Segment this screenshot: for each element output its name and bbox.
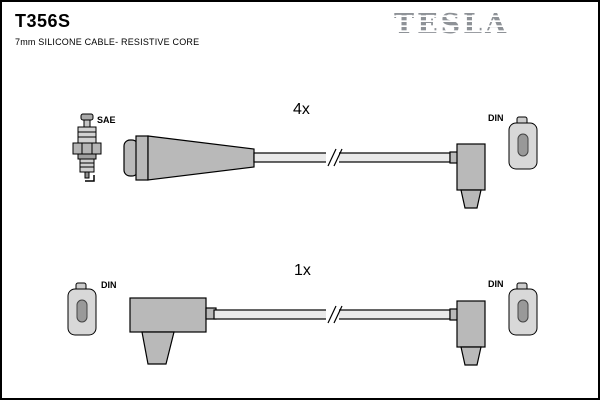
din-connector-icon-bottom-left — [67, 282, 97, 336]
din-label-bottom-left: DIN — [101, 280, 117, 290]
cable-spec-subtitle: 7mm SILICONE CABLE- RESISTIVE CORE — [15, 37, 200, 47]
tesla-logo: TESLA — [394, 9, 509, 40]
din-connector-icon-bottom-right — [508, 282, 538, 336]
right-angled-boot-tip — [460, 346, 482, 366]
cable-row1-straight-boot — [123, 135, 486, 209]
din-connector-icon-top-right — [508, 116, 538, 170]
boot-collar — [135, 135, 149, 181]
left-angled-boot-tip — [141, 331, 175, 365]
din-label-bottom-right: DIN — [488, 279, 504, 289]
left-angled-boot-body — [129, 297, 207, 333]
cable-break-marks — [327, 148, 343, 167]
cable-line — [253, 152, 451, 163]
row1-quantity-label: 4x — [293, 101, 310, 118]
boot-taper-body — [147, 135, 255, 181]
angled-boot-body — [456, 143, 486, 191]
angled-boot-tip — [460, 189, 482, 209]
cable-row2-angled-boots — [129, 297, 486, 366]
spark-plug-icon — [72, 113, 102, 182]
din-label-top-right: DIN — [488, 113, 504, 123]
part-number: T356S — [15, 11, 71, 31]
right-angled-boot-body — [456, 300, 486, 348]
row2-quantity-label: 1x — [294, 262, 311, 279]
sae-terminal-label: SAE — [97, 115, 116, 125]
cable-break-marks — [327, 305, 343, 324]
